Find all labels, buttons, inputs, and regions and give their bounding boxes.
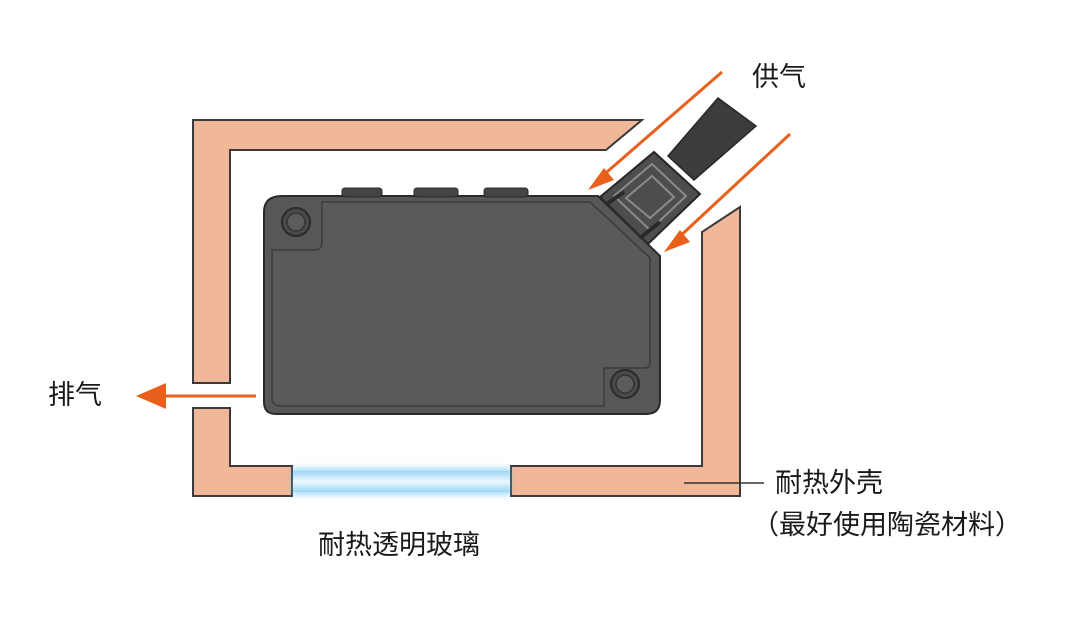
sensor-cable	[666, 96, 758, 182]
air-supply-arrow-1	[588, 70, 723, 190]
housing-label: 耐热外壳	[775, 468, 883, 499]
housing-lower-left	[192, 407, 293, 497]
housing-upper-left	[192, 119, 645, 384]
housing-note-label: （最好使用陶瓷材料）	[752, 510, 1022, 541]
screw-hole-bottom-right	[610, 369, 640, 399]
heat-resistant-glass	[293, 471, 510, 492]
air-supply-label: 供气	[752, 62, 806, 93]
air-supply-arrow-2	[664, 132, 792, 252]
screw-hole-top-left	[281, 207, 311, 237]
housing-right	[510, 205, 741, 497]
sensor-body	[263, 187, 661, 415]
glass-label: 耐热透明玻璃	[318, 530, 480, 561]
exhaust-arrow	[136, 383, 256, 409]
exhaust-label: 排气	[48, 380, 102, 411]
